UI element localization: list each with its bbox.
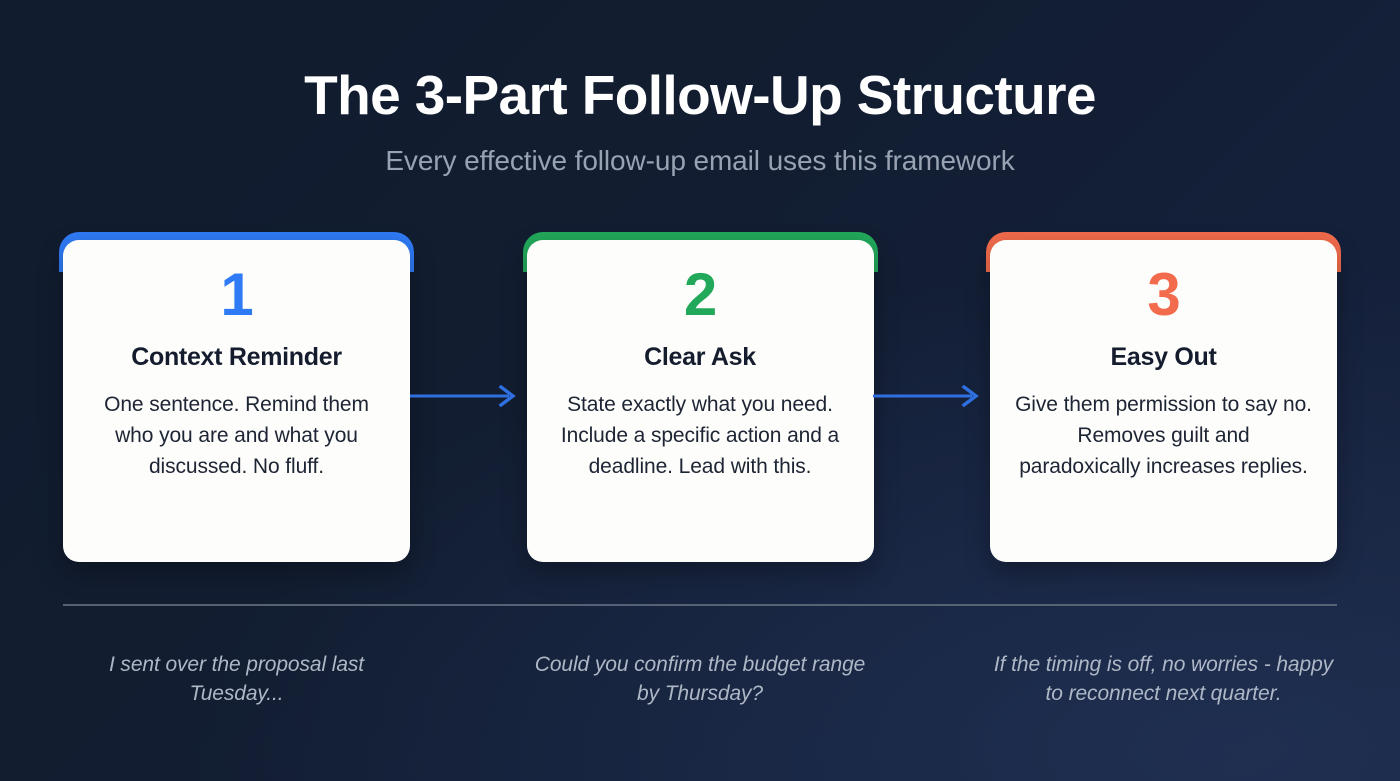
card-body-2: State exactly what you need. Include a s… xyxy=(560,393,840,478)
card-face-1: 1 Context Reminder One sentence. Remind … xyxy=(63,240,410,562)
example-caption-2: Could you confirm the budget range by Th… xyxy=(534,653,866,705)
card-heading-3: Easy Out xyxy=(1110,343,1217,371)
card-number-1: 1 xyxy=(220,261,253,328)
arrow-right-icon-1 xyxy=(410,385,516,407)
page-subtitle: Every effective follow-up email uses thi… xyxy=(385,145,1015,176)
card-number-2: 2 xyxy=(683,261,717,328)
section-divider xyxy=(63,604,1337,606)
example-caption-1: I sent over the proposal last Tuesday... xyxy=(108,653,365,705)
page-title: The 3-Part Follow-Up Structure xyxy=(304,64,1096,126)
card-body-1: One sentence. Remind them who you are an… xyxy=(104,393,369,478)
step-card-2[interactable]: 2 Clear Ask State exactly what you need.… xyxy=(522,232,878,562)
example-captions-row: I sent over the proposal last Tuesday...… xyxy=(63,650,1337,708)
step-card-3[interactable]: 3 Easy Out Give them permission to say n… xyxy=(986,232,1341,562)
card-heading-2: Clear Ask xyxy=(644,343,756,371)
step-card-1[interactable]: 1 Context Reminder One sentence. Remind … xyxy=(59,232,414,562)
step-cards-row: 1 Context Reminder One sentence. Remind … xyxy=(59,232,1341,562)
card-body-3: Give them permission to say no. Removes … xyxy=(1015,393,1312,478)
arrow-right-icon-2 xyxy=(873,385,979,407)
card-face-3: 3 Easy Out Give them permission to say n… xyxy=(990,240,1337,562)
card-heading-1: Context Reminder xyxy=(131,343,342,371)
example-caption-3: If the timing is off, no worries - happy… xyxy=(993,653,1334,705)
card-number-3: 3 xyxy=(1147,261,1180,328)
card-face-2: 2 Clear Ask State exactly what you need.… xyxy=(526,240,874,562)
header: The 3-Part Follow-Up Structure Every eff… xyxy=(0,62,1400,178)
